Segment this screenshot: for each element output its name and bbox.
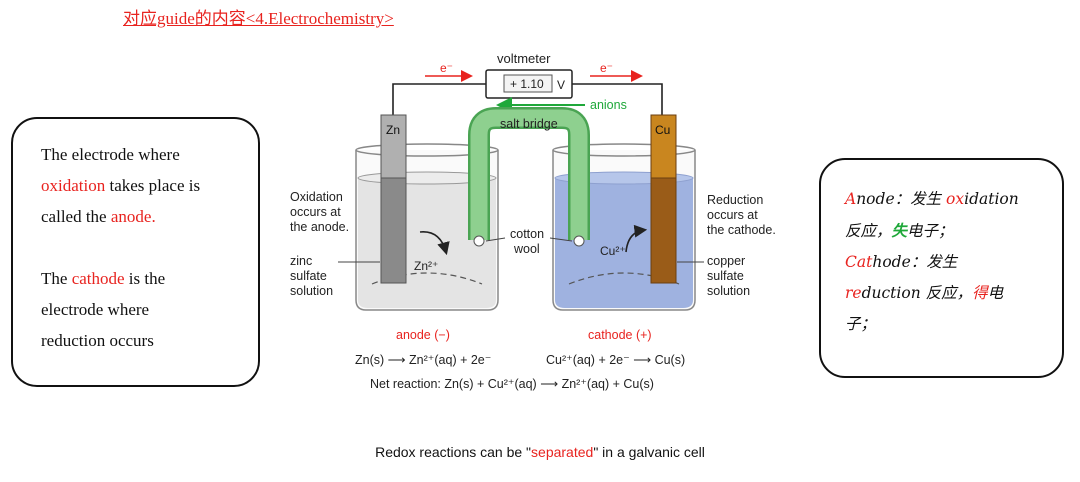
copper-ion-arrow — [625, 224, 648, 253]
anode-beaker-rim — [355, 143, 499, 157]
separated-term: separated — [531, 444, 594, 460]
electron-label-left: e⁻ — [440, 61, 453, 75]
cotton-plug-left — [473, 235, 485, 247]
text: electrode where — [41, 300, 150, 319]
reduction-label-2: occurs at — [707, 208, 758, 222]
text: 失 — [891, 221, 908, 240]
text: " in a galvanic cell — [593, 444, 705, 460]
zinc-ion-label: Zn²⁺ — [414, 259, 438, 273]
oxidation-label-1: Oxidation — [290, 190, 343, 204]
cathode-beaker-rim — [552, 143, 696, 157]
text: 得 — [972, 284, 988, 302]
anode-cathode-definition-box: The electrode where oxidation takes plac… — [11, 117, 260, 387]
text: The — [41, 269, 72, 288]
copper-sulfate-label-3: solution — [707, 284, 750, 298]
oxidation-term: oxidation — [41, 176, 106, 195]
zinc-sulfate-label-1: zinc — [290, 254, 312, 268]
reduction-label-3: the cathode. — [707, 223, 776, 237]
text: re — [845, 284, 862, 302]
cotton-plug-right — [573, 235, 585, 247]
copper-electrode-top — [650, 114, 677, 179]
chinese-summary-box: Anode：发生 oxidation 反应，失电子； Cathode：发生 re… — [819, 158, 1064, 378]
text: 子； — [845, 315, 877, 333]
cathode-half-equation: Cu²⁺(aq) + 2e⁻ ⟶ Cu(s) — [546, 353, 685, 367]
text: hode：发生 — [872, 253, 958, 271]
text: Redox reactions can be " — [375, 444, 532, 460]
zinc-electrode-top — [380, 114, 407, 179]
zinc-ion-arrow — [419, 231, 450, 256]
caption: Redox reactions can be "separated" in a … — [0, 444, 1080, 460]
electron-label-right: e⁻ — [600, 61, 613, 75]
voltmeter-unit: V — [557, 78, 565, 92]
text: called the — [41, 207, 111, 226]
zinc-sulfate-label-2: sulfate — [290, 269, 327, 283]
text: idation — [964, 190, 1019, 208]
zinc-sulfate-label-3: solution — [290, 284, 333, 298]
cotton-wool-label-2: wool — [513, 242, 540, 256]
text: A — [845, 190, 857, 208]
text: Cat — [845, 253, 873, 271]
net-reaction-equation: Net reaction: Zn(s) + Cu²⁺(aq) ⟶ Zn²⁺(aq… — [370, 377, 654, 391]
cotton-wool-label: cotton — [510, 227, 544, 241]
voltmeter-reading: + 1.10 — [510, 77, 544, 91]
copper-sulfate-label-1: copper — [707, 254, 745, 268]
voltmeter-label: voltmeter — [497, 51, 551, 66]
copper-ion-label: Cu²⁺ — [600, 244, 626, 258]
summary-line: Cathode：发生 — [845, 247, 1062, 278]
text: . — [151, 207, 156, 226]
definition-line: called the anode. — [41, 201, 258, 232]
wire-right — [572, 83, 663, 120]
text: node：发生 — [856, 190, 947, 208]
summary-line: 子； — [845, 309, 1062, 340]
anode-label: anode (−) — [396, 328, 450, 342]
summary-line: 反应，失电子； — [845, 215, 1062, 247]
text: duction 反应， — [861, 284, 973, 302]
salt-bridge-fill — [470, 109, 588, 240]
text: takes place is — [105, 176, 201, 195]
anions-label: anions — [590, 98, 627, 112]
definition-line: reduction occurs — [41, 325, 258, 356]
definition-line: oxidation takes place is — [41, 170, 258, 201]
copper-symbol: Cu — [655, 123, 670, 137]
text: 电 — [987, 284, 1004, 302]
page-title: 对应guide的内容<4.Electrochemistry> — [123, 9, 394, 28]
wire-left — [392, 83, 486, 120]
cotton-pointer-left — [485, 237, 506, 242]
cotton-pointer-right — [549, 237, 573, 242]
definition-line: electrode where — [41, 294, 258, 325]
text: reduction occurs — [41, 331, 154, 350]
text: 电子； — [907, 222, 954, 240]
cathode-label: cathode (+) — [588, 328, 652, 342]
oxidation-label-2: occurs at — [290, 205, 341, 219]
zinc-symbol: Zn — [386, 123, 400, 137]
text: 反应， — [845, 222, 892, 240]
anode-half-equation: Zn(s) ⟶ Zn²⁺(aq) + 2e⁻ — [355, 353, 491, 367]
definition-line: The cathode is the — [41, 263, 258, 294]
text: is the — [124, 269, 166, 288]
salt-bridge-label: salt bridge — [500, 117, 558, 131]
text: ox — [946, 190, 965, 208]
voltmeter-display — [503, 74, 553, 93]
summary-line: Anode：发生 oxidation — [845, 184, 1062, 215]
summary-line: reduction 反应，得电 — [845, 278, 1062, 309]
definition-line: The electrode where — [41, 139, 258, 170]
oxidation-label-3: the anode. — [290, 220, 349, 234]
reduction-label-1: Reduction — [707, 193, 763, 207]
cathode-term: cathode — [71, 269, 125, 288]
anode-term: anode — [110, 207, 152, 226]
text: The electrode where — [41, 145, 180, 164]
copper-sulfate-label-2: sulfate — [707, 269, 744, 283]
